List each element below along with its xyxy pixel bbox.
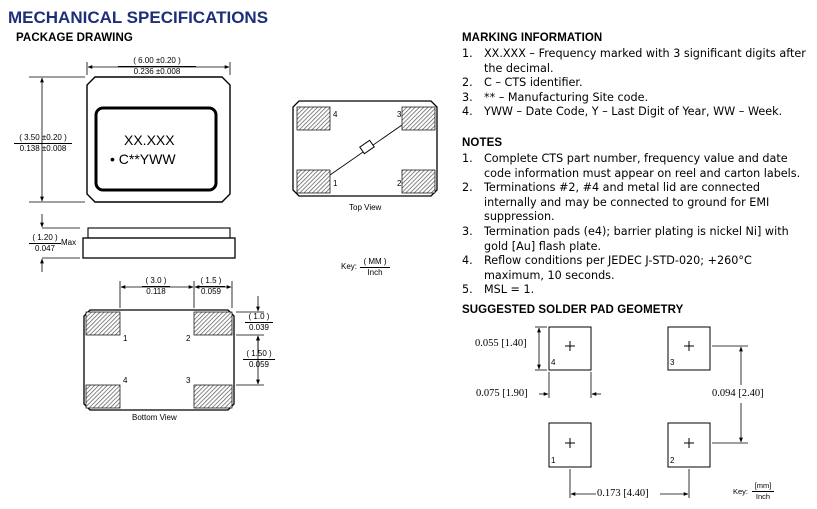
max-label: Max (61, 238, 77, 247)
thickness-dimension-label: ( 1.20 ) 0.047 (29, 233, 61, 253)
list-number: 3. (462, 90, 473, 104)
list-text: YWW – Date Code, Y – Last Digit of Year,… (484, 105, 783, 119)
solder-pin-1: 1 (551, 456, 556, 465)
notes-heading: NOTES (462, 137, 503, 149)
list-text: Termination pads (e4); barrier plating i… (484, 224, 789, 253)
key-units: ( MM ) Inch (360, 257, 390, 277)
height-mm: ( 3.50 ±0.20 ) (14, 133, 72, 144)
solder-key-units: [mm] Inch (752, 481, 774, 501)
pad-height-label: ( 1.0 ) 0.039 (245, 312, 273, 332)
list-number: 3. (462, 224, 473, 238)
top-view-caption: Top View (349, 203, 382, 212)
pad-spacing-in: 0.118 (146, 287, 166, 296)
package-top-outline (86, 76, 231, 203)
solder-key-mm: [mm] (752, 481, 774, 492)
bottom-view-pin-1: 1 (123, 334, 128, 343)
list-item: 4. YWW – Date Code, Y – Last Digit of Yea… (462, 105, 812, 120)
list-number: 1. (462, 152, 473, 165)
pad-width-label: ( 1.5 ) 0.059 (197, 276, 225, 296)
pad-spacing-mm: ( 3.0 ) (142, 276, 170, 287)
pad-spacing-label: ( 3.0 ) 0.118 (142, 276, 170, 296)
thickness-in: 0.047 (34, 244, 56, 253)
pad-width-mm: ( 1.5 ) (197, 276, 225, 287)
list-number: 1. (462, 47, 473, 60)
marking-info-heading: MARKING INFORMATION (462, 32, 603, 44)
width-mm: ( 6.00 ±0.20 ) (118, 56, 196, 67)
package-side-outline (82, 227, 236, 259)
pad-horizontal-pitch: 0.173 [4.40] (597, 488, 649, 499)
bottom-view-pin-4: 4 (123, 376, 128, 385)
solder-pad-heading: SUGGESTED SOLDER PAD GEOMETRY (462, 304, 684, 316)
solder-key-inch: Inch (755, 492, 771, 501)
list-text: XX.XXX – Frequency marked with 3 signifi… (484, 47, 806, 75)
list-text: Reflow conditions per JEDEC J-STD-020; +… (484, 254, 752, 282)
solder-pads (548, 326, 711, 468)
pad-height-in: 0.039 (248, 323, 270, 332)
solder-pin-4: 4 (551, 358, 556, 367)
pad-gap-label: ( 1.50 ) 0.059 (243, 349, 275, 369)
list-text: MSL = 1. (484, 283, 535, 297)
marking-info-list: 1. XX.XXX – Frequency marked with 3 signi… (462, 47, 812, 120)
bottom-view-pin-2: 2 (186, 334, 191, 343)
page-title: MECHANICAL SPECIFICATIONS (8, 8, 269, 27)
height-in: 0.138 ±0.008 (19, 144, 67, 153)
top-view-pin-4: 4 (333, 110, 338, 119)
list-item: 3. Termination pads (e4); barrier plating… (462, 225, 814, 254)
list-text: Terminations #2, #4 and metal lid are co… (484, 181, 770, 224)
list-number: 2. (462, 181, 473, 195)
top-view-outline (292, 100, 438, 197)
key-label: Key: (341, 262, 358, 271)
height-dimension-label: ( 3.50 ±0.20 ) 0.138 ±0.008 (14, 133, 72, 153)
marking-line-1: XX.XXX (124, 132, 175, 148)
bottom-view-outline (83, 309, 235, 411)
thickness-mm: ( 1.20 ) (29, 233, 61, 244)
package-drawing-heading: PACKAGE DRAWING (16, 32, 133, 44)
pad-height-dimension: 0.055 [1.40] (475, 338, 527, 349)
list-text: C – CTS identifier. (484, 76, 583, 90)
list-item: 4. Reflow conditions per JEDEC J-STD-020;… (462, 254, 814, 283)
list-item: 5. MSL = 1. (462, 283, 814, 298)
key-mm: ( MM ) (360, 257, 390, 268)
solder-pin-3: 3 (670, 358, 675, 367)
list-text: ** – Manufacturing Site code. (484, 90, 649, 104)
list-number: 4. (462, 254, 473, 268)
solder-pin-2: 2 (670, 456, 675, 465)
pad-width-in: 0.059 (200, 287, 222, 296)
list-item: 2. C – CTS identifier. (462, 76, 812, 91)
notes-list: 1. Complete CTS part number, frequency va… (462, 152, 814, 298)
list-text: Complete CTS part number, frequency valu… (484, 152, 801, 180)
pad-width-dimension: 0.075 [1.90] (476, 388, 528, 399)
key-inch: Inch (367, 268, 383, 277)
list-item: 3. ** – Manufacturing Site code. (462, 91, 812, 106)
list-number: 5. (462, 283, 473, 297)
top-view-pin-3: 3 (397, 110, 402, 119)
list-number: 2. (462, 76, 473, 90)
width-dimension-label: ( 6.00 ±0.20 ) 0.236 ±0.008 (118, 56, 196, 76)
top-view-pin-2: 2 (397, 179, 402, 188)
pad-vertical-pitch: 0.094 [2.40] (712, 388, 764, 399)
solder-key-label: Key: (733, 487, 749, 496)
bottom-view-caption: Bottom View (132, 413, 177, 422)
pad-gap-mm: ( 1.50 ) (243, 349, 275, 360)
marking-line-2: • C**YWW (110, 151, 176, 167)
top-view-pin-1: 1 (333, 179, 338, 188)
list-number: 4. (462, 105, 473, 119)
list-item: 1. XX.XXX – Frequency marked with 3 signi… (462, 47, 812, 76)
list-item: 2. Terminations #2, #4 and metal lid are … (462, 181, 814, 225)
pad-gap-in: 0.059 (248, 360, 270, 369)
pad-height-mm: ( 1.0 ) (245, 312, 273, 323)
list-item: 1. Complete CTS part number, frequency va… (462, 152, 814, 181)
bottom-view-pin-3: 3 (186, 376, 191, 385)
width-in: 0.236 ±0.008 (133, 67, 181, 76)
